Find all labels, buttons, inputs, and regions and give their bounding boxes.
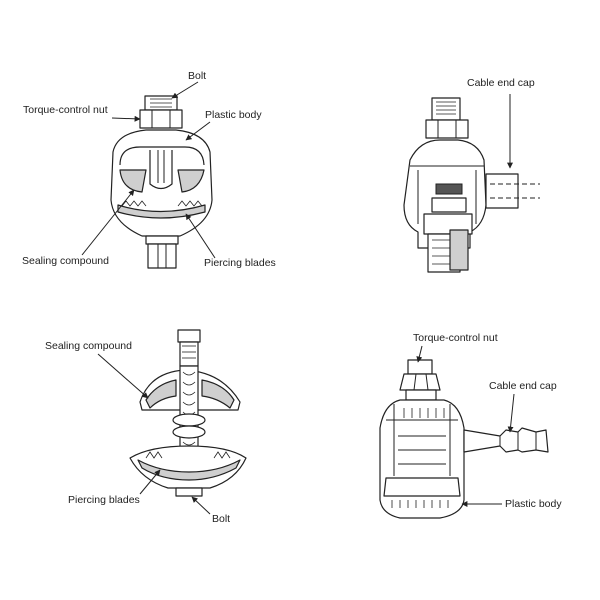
figure-d-torque-nut	[399, 373, 441, 391]
figure-c-bolt-head	[177, 329, 201, 343]
figure-a-cross-section: Bolt Torque-control nut Plastic body Sea…	[22, 70, 276, 269]
figure-b-nut	[425, 119, 469, 139]
figure-a-piercing-blades	[117, 204, 206, 219]
figure-c-sealing-compound	[145, 379, 177, 409]
figure-a-bolt-channel	[149, 150, 173, 190]
figure-d-cable-end-cap-label: Cable end cap	[489, 380, 557, 392]
figure-c-piercing-blades	[137, 459, 241, 481]
figure-a-torque-nut	[139, 109, 183, 129]
figure-c-bolt-base	[175, 487, 203, 497]
figure-c-exploded-section: Sealing compound Piercing blades Bolt	[45, 329, 247, 525]
figure-b-bolt-top	[431, 97, 461, 121]
figure-d-plastic-body-label: Plastic body	[505, 498, 562, 510]
figure-a-sealing-compound-label: Sealing compound	[22, 255, 109, 267]
figure-a-lower-nut	[147, 243, 177, 269]
figure-a-upper-seal	[119, 169, 147, 193]
figure-d-torque-nut-label: Torque-control nut	[413, 332, 498, 344]
figure-a-piercing-blades-label: Piercing blades	[204, 257, 276, 269]
figure-d-plastic-body	[379, 399, 465, 519]
figure-b-side-view: Cable end cap	[403, 77, 540, 273]
figure-d-three-quarter-view: Torque-control nut Cable end cap Plastic…	[379, 332, 562, 519]
figure-b-cable-end-cap	[485, 173, 519, 209]
figure-c-bolt-label: Bolt	[212, 513, 230, 525]
figure-a-bolt-label: Bolt	[188, 70, 206, 82]
figure-b-cable-end-cap-label: Cable end cap	[467, 77, 535, 89]
figure-c-piercing-blades-label: Piercing blades	[68, 494, 140, 506]
figure-a-torque-nut-label: Torque-control nut	[23, 104, 108, 116]
figure-c-sealing-compound-label: Sealing compound	[45, 340, 132, 352]
figure-c-lower-dish	[129, 445, 247, 489]
figure-a-plastic-body-label: Plastic body	[205, 109, 262, 121]
figure-d-cable-end-cap	[463, 427, 549, 453]
figure-c-bolt-shaft	[179, 365, 199, 459]
figure-d-bolt-head	[407, 359, 433, 375]
figure-b-inner-blade	[435, 183, 463, 195]
